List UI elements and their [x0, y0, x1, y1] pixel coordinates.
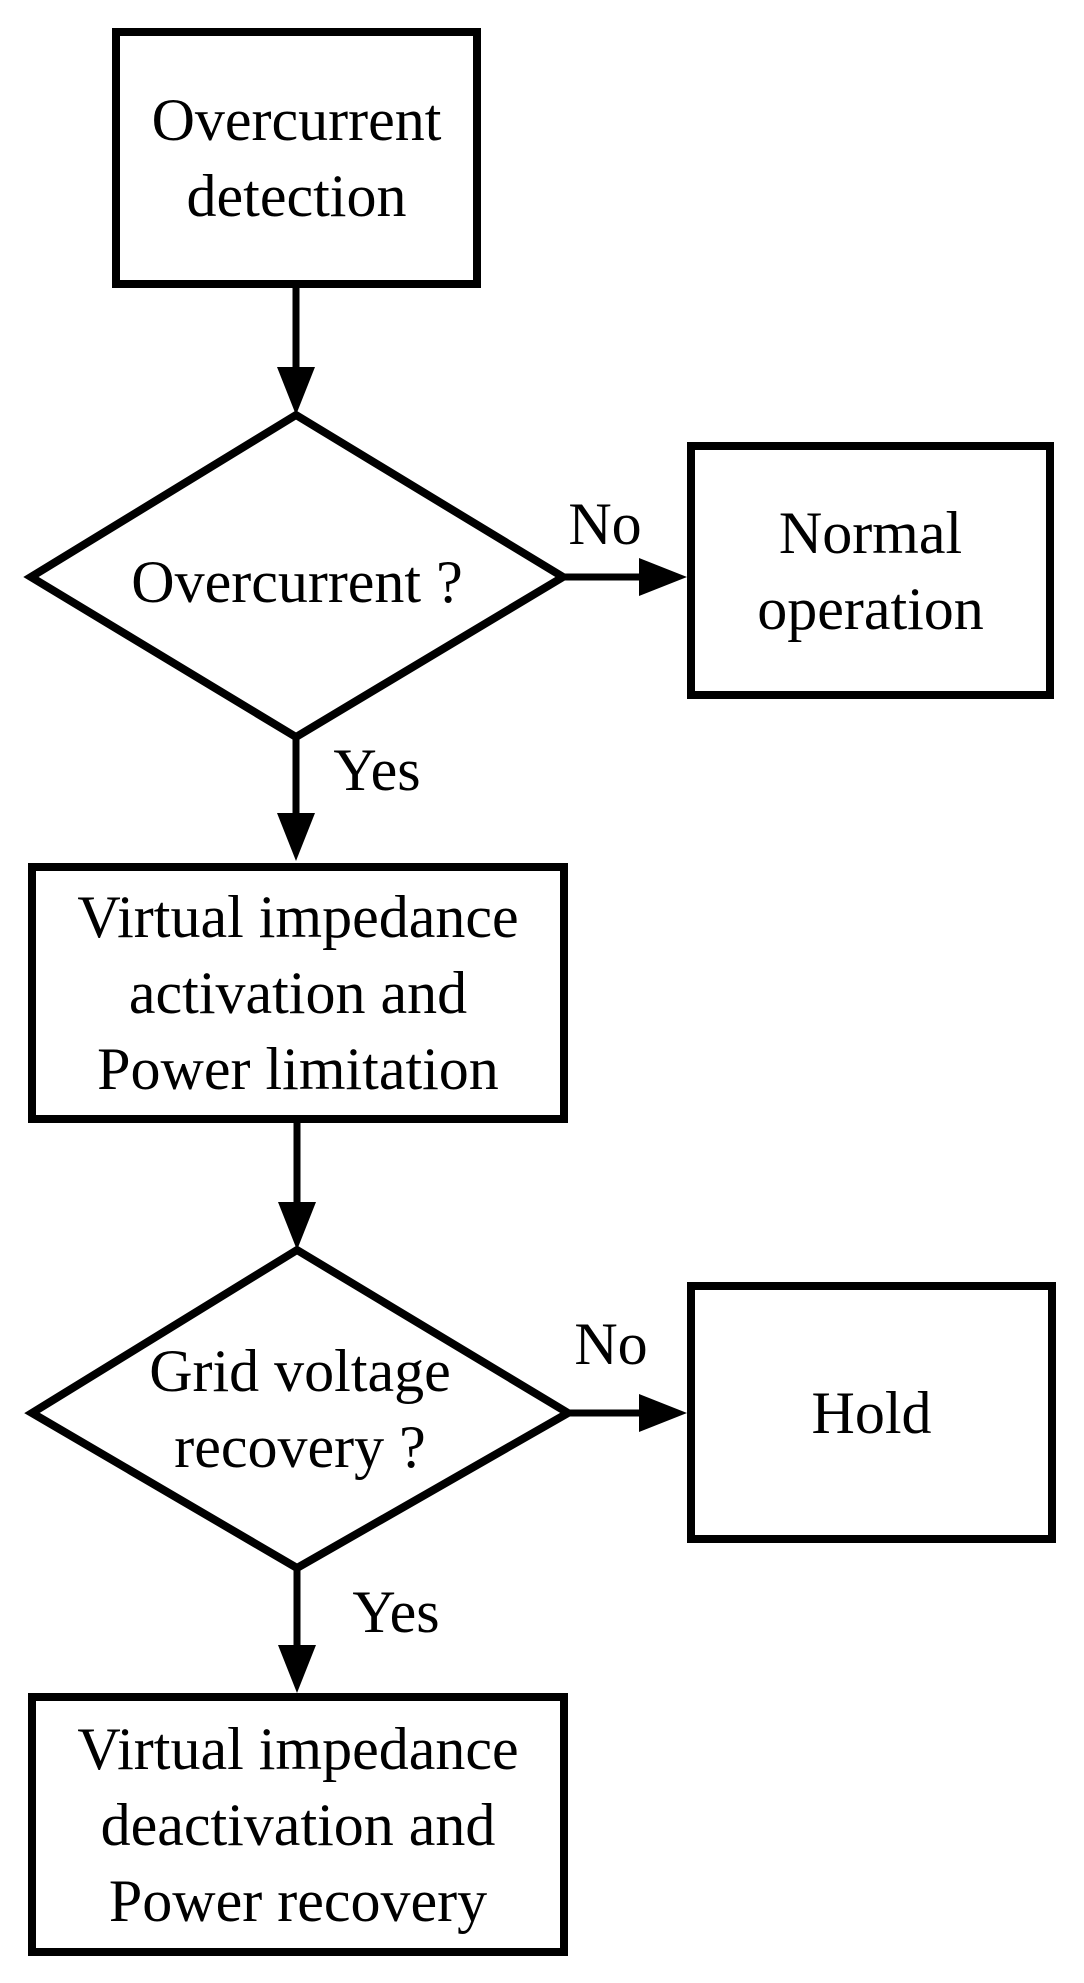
arrow-decision2-to-hold	[568, 1394, 687, 1432]
decision1-diamond	[23, 410, 571, 742]
arrow-decision1-to-normal	[563, 558, 687, 596]
node-label-line: Virtual impedance	[77, 884, 519, 950]
edge-label-yes-decision2: Yes	[352, 1579, 440, 1645]
arrowhead-down-icon	[278, 1645, 316, 1693]
node-hold: Hold	[687, 1282, 1056, 1543]
node-label-line: Virtual impedance	[77, 1715, 519, 1782]
node-label-line: deactivation and	[100, 1791, 496, 1858]
arrow-decision2-to-vi-deactivation	[278, 1568, 316, 1693]
arrow-vi-activation-to-decision2	[278, 1122, 316, 1250]
node-overcurrent-detection: Overcurrent detection	[112, 28, 481, 288]
node-label-line: Normal	[778, 499, 963, 566]
arrowhead-down-icon	[278, 1202, 316, 1250]
edge-label-yes-decision1: Yes	[333, 737, 421, 803]
node-virtual-impedance-activation: Virtual impedance activation and Power l…	[28, 863, 568, 1123]
arrowhead-down-icon	[277, 813, 315, 861]
arrowhead-right-icon	[639, 1394, 687, 1432]
node-normal-operation: Normal operation	[687, 442, 1054, 699]
node-label-line: operation	[757, 575, 984, 642]
node-label-line: Overcurrent	[151, 87, 442, 153]
node-label-line: activation and	[128, 960, 468, 1026]
arrow-decision1-to-vi-activation	[277, 737, 315, 861]
arrowhead-right-icon	[639, 558, 687, 596]
node-label-line: Power limitation	[97, 1036, 499, 1102]
node-virtual-impedance-deactivation: Virtual impedance deactivation and Power…	[28, 1693, 568, 1956]
node-label-line: Power recovery	[108, 1867, 488, 1934]
edge-label-no-decision1: No	[568, 491, 642, 557]
node-label-line: detection	[186, 163, 407, 229]
edge-label-no-decision2: No	[574, 1311, 648, 1377]
decision2-diamond	[24, 1245, 576, 1573]
arrowhead-down-icon	[277, 367, 315, 415]
arrow-start-to-decision1	[277, 288, 315, 415]
node-label-line: Hold	[811, 1379, 932, 1446]
